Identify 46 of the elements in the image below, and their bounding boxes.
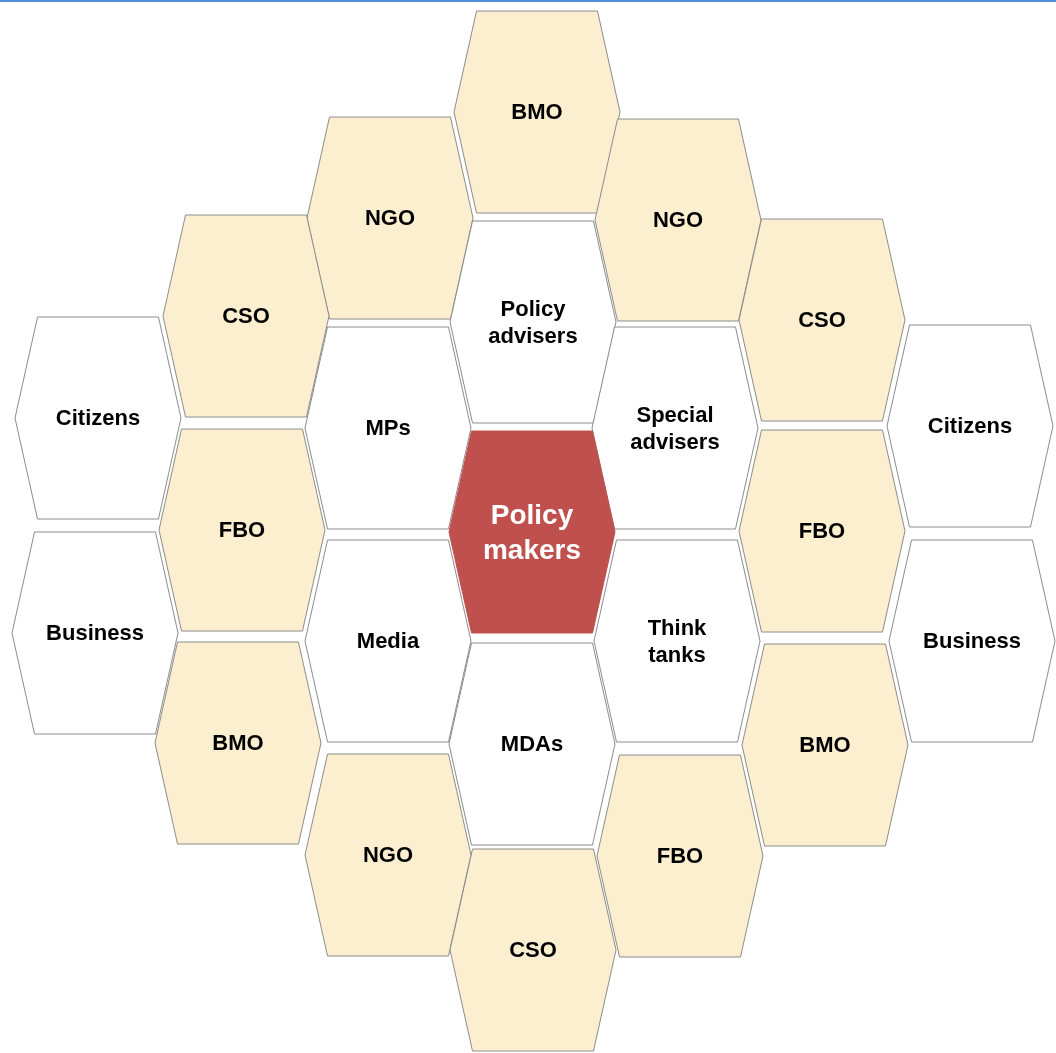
hexagon-label: FBO bbox=[797, 517, 847, 545]
hexagon bbox=[591, 326, 759, 530]
hexagon bbox=[158, 428, 326, 632]
hexagon-label: MDAs bbox=[499, 730, 565, 758]
hexagon bbox=[594, 118, 762, 322]
hexagon bbox=[888, 539, 1056, 743]
hexagon-label: Business bbox=[922, 627, 1022, 655]
hexagon-label: FBO bbox=[217, 516, 267, 544]
hexagon bbox=[738, 218, 906, 422]
hexagon bbox=[304, 326, 472, 530]
hexagon bbox=[448, 430, 616, 634]
hexagon-label: NGO bbox=[361, 841, 415, 869]
hexagon bbox=[304, 753, 472, 957]
hexagon bbox=[449, 848, 617, 1052]
hexagon bbox=[11, 531, 179, 735]
hexagon-label: Media bbox=[355, 627, 421, 655]
hexagon-label: Citizens bbox=[54, 404, 142, 432]
hexagon bbox=[453, 10, 621, 214]
hexagon-label: BMO bbox=[211, 729, 265, 757]
hexagon-label: Policy makers bbox=[481, 498, 583, 567]
hexagon-label: Policy advisers bbox=[487, 294, 579, 350]
hexagon bbox=[449, 220, 617, 424]
hexagon-label: BMO bbox=[798, 731, 852, 759]
hexagon-label: CSO bbox=[797, 306, 847, 334]
hexagon bbox=[306, 116, 474, 320]
hexagon-label: Citizens bbox=[926, 412, 1014, 440]
hexagon bbox=[738, 429, 906, 633]
hexagon bbox=[162, 214, 330, 418]
hexagon-label: NGO bbox=[363, 204, 417, 232]
hexagon-label: CSO bbox=[508, 936, 558, 964]
hexagon bbox=[596, 754, 764, 958]
hexagon-label: Business bbox=[45, 619, 145, 647]
hexagon bbox=[304, 539, 472, 743]
hexagon bbox=[886, 324, 1054, 528]
hexagon-label: BMO bbox=[510, 98, 564, 126]
hexagon bbox=[593, 539, 761, 743]
hexagon bbox=[448, 642, 616, 846]
hexagon-label: CSO bbox=[221, 302, 271, 330]
hexagon-label: MPs bbox=[364, 414, 412, 442]
hexagon-label: Special advisers bbox=[629, 400, 721, 456]
hexagon-label: FBO bbox=[655, 842, 705, 870]
hexagon bbox=[154, 641, 322, 845]
hexagon-label: Think tanks bbox=[646, 613, 708, 669]
hexagon bbox=[741, 643, 909, 847]
hexagon-label: NGO bbox=[651, 206, 705, 234]
hexagon bbox=[14, 316, 182, 520]
